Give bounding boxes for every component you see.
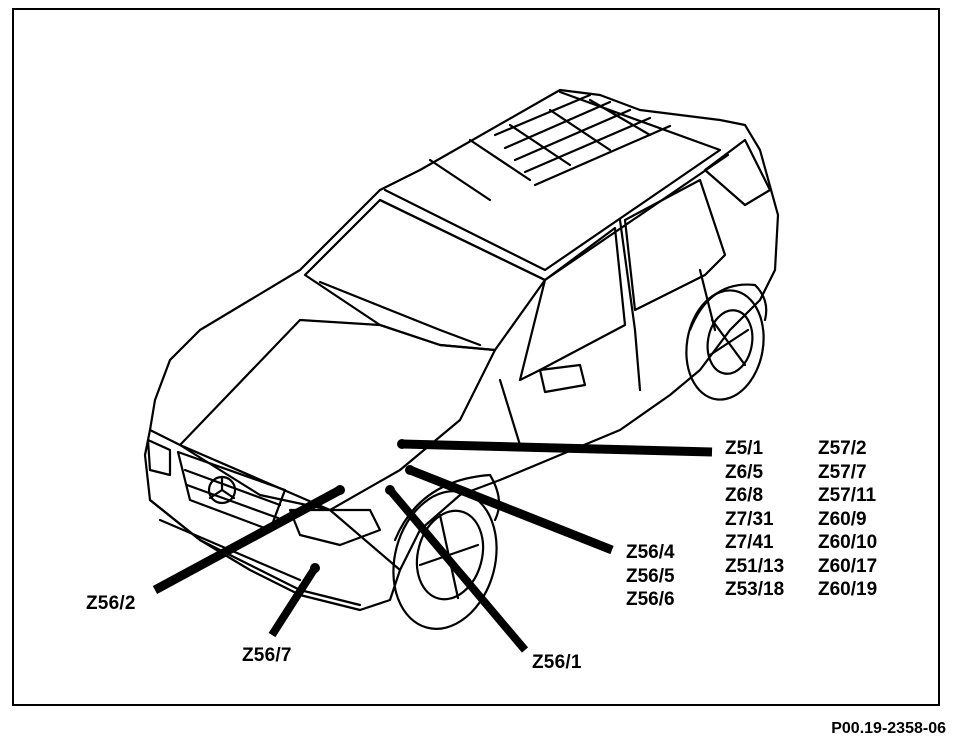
label-z51-13: Z51/13 bbox=[725, 555, 785, 577]
label-z60-19: Z60/19 bbox=[818, 579, 878, 600]
label-z56-2: Z56/2 bbox=[86, 593, 136, 614]
diagram-frame bbox=[12, 8, 940, 706]
label-z56-1: Z56/1 bbox=[532, 652, 582, 673]
label-z56-4: Z56/4 bbox=[626, 542, 675, 563]
headlight-left bbox=[146, 438, 172, 477]
hood bbox=[178, 318, 497, 512]
label-z6-8: Z6/8 bbox=[725, 485, 764, 506]
side-mirror bbox=[538, 363, 587, 394]
figure-code: P00.19-2358-06 bbox=[831, 720, 946, 737]
headlight-right bbox=[288, 508, 382, 547]
side-window-rear bbox=[623, 178, 727, 312]
front-bumper bbox=[148, 498, 362, 607]
leader-z56-1 bbox=[386, 487, 529, 653]
label-z60-17: Z60/17 bbox=[818, 555, 878, 577]
label-z57-11: Z57/11 bbox=[818, 485, 877, 506]
label-group-z5-1: Z5/1 Z6/5 Z6/8 Z7/31 Z7/41 Z51/13 Z53/18 bbox=[725, 437, 784, 602]
windshield bbox=[303, 198, 547, 352]
label-group-z57-2: Z57/2 Z57/7 Z57/11 Z60/9 Z60/10 Z60/17 Z… bbox=[818, 437, 877, 602]
rear-window bbox=[703, 138, 772, 207]
label-z57-7: Z57/7 bbox=[818, 461, 867, 483]
leader-z56-4 bbox=[408, 465, 614, 555]
vehicle-body-outline bbox=[143, 88, 780, 612]
label-z56-5: Z56/5 bbox=[626, 565, 675, 587]
label-z56-7: Z56/7 bbox=[242, 645, 292, 666]
side-window-front bbox=[518, 226, 627, 382]
label-z60-9: Z60/9 bbox=[818, 508, 867, 530]
label-z6-5: Z6/5 bbox=[725, 461, 764, 483]
roof-outline bbox=[383, 90, 722, 272]
label-z57-2: Z57/2 bbox=[818, 438, 867, 459]
grille bbox=[176, 450, 287, 532]
label-z7-31: Z7/31 bbox=[725, 508, 774, 530]
label-z7-41: Z7/41 bbox=[725, 532, 774, 553]
leader-z5-1 bbox=[401, 439, 713, 457]
label-z5-1: Z5/1 bbox=[725, 438, 764, 459]
rear-wheel bbox=[685, 289, 765, 401]
leader-z56-2 bbox=[152, 486, 343, 594]
label-z53-18: Z53/18 bbox=[725, 579, 785, 600]
label-z60-10: Z60/10 bbox=[818, 532, 878, 553]
label-group-z56-4: Z56/4 Z56/5 Z56/6 bbox=[626, 541, 675, 612]
leader-z56-7 bbox=[268, 565, 319, 638]
label-z56-6: Z56/6 bbox=[626, 589, 675, 610]
